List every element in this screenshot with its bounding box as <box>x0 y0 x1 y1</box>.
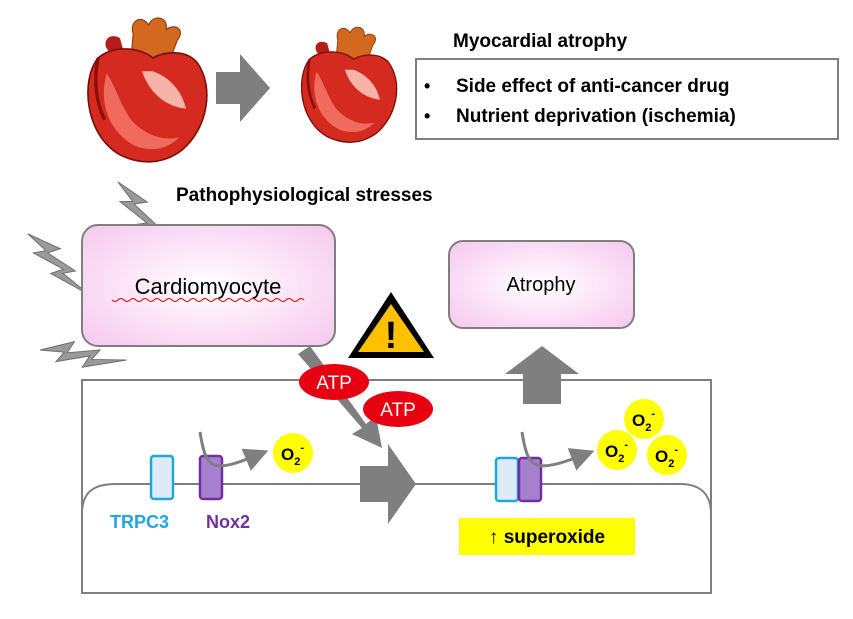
superoxide-badge-right-1: O2- <box>624 399 664 439</box>
atp-badge-1: ATP <box>299 364 369 400</box>
heart-icon-normal <box>86 16 209 164</box>
svg-text:O2-: O2- <box>605 439 628 465</box>
heart-icon-atrophied <box>300 25 398 144</box>
causes-box <box>415 58 839 140</box>
svg-text:O2-: O2- <box>632 408 655 434</box>
cardiomyocyte-label: Cardiomyocyte <box>135 274 282 299</box>
electron-arrow-left <box>198 431 269 471</box>
cause-item-1: Side effect of anti-cancer drug <box>456 76 729 97</box>
superoxide-badge-left: O2- <box>273 433 313 473</box>
atrophy-label: Atrophy <box>507 274 576 296</box>
atp-label-2: ATP <box>380 400 416 421</box>
trpc3-channel-left <box>149 454 175 501</box>
cardiomyocyte-box <box>81 224 336 347</box>
stress-label: Pathophysiological stresses <box>176 185 433 206</box>
superoxide-increase-label: ↑ superoxide <box>489 527 605 548</box>
trpc3-label: TRPC3 <box>110 512 169 532</box>
nox2-label: Nox2 <box>206 512 250 532</box>
cause-bullet-2: • <box>424 106 430 126</box>
superoxide-increase-box <box>459 518 635 555</box>
atp-badge-2: ATP <box>363 391 433 427</box>
diagram-title: Myocardial atrophy <box>453 31 628 52</box>
svg-text:O2-: O2- <box>281 442 304 468</box>
superoxide-badge-right-3: O2- <box>647 435 687 475</box>
atrophy-box <box>448 240 635 329</box>
cause-item-2: Nutrient deprivation (ischemia) <box>456 106 736 127</box>
warning-symbol: ! <box>385 315 398 357</box>
svg-text:O2-: O2- <box>655 444 678 470</box>
warning-icon: ! <box>348 292 434 358</box>
electron-arrow-right <box>520 431 595 471</box>
arrow-icon-progression <box>216 54 270 122</box>
trpc3-channel-right <box>494 456 520 503</box>
cause-bullet-1: • <box>424 76 430 96</box>
atp-label-1: ATP <box>316 373 352 394</box>
spellcheck-underline <box>111 298 305 302</box>
arrow-icon-right <box>360 444 416 524</box>
arrow-icon-up <box>505 346 579 404</box>
superoxide-badge-right-2: O2- <box>597 430 637 470</box>
